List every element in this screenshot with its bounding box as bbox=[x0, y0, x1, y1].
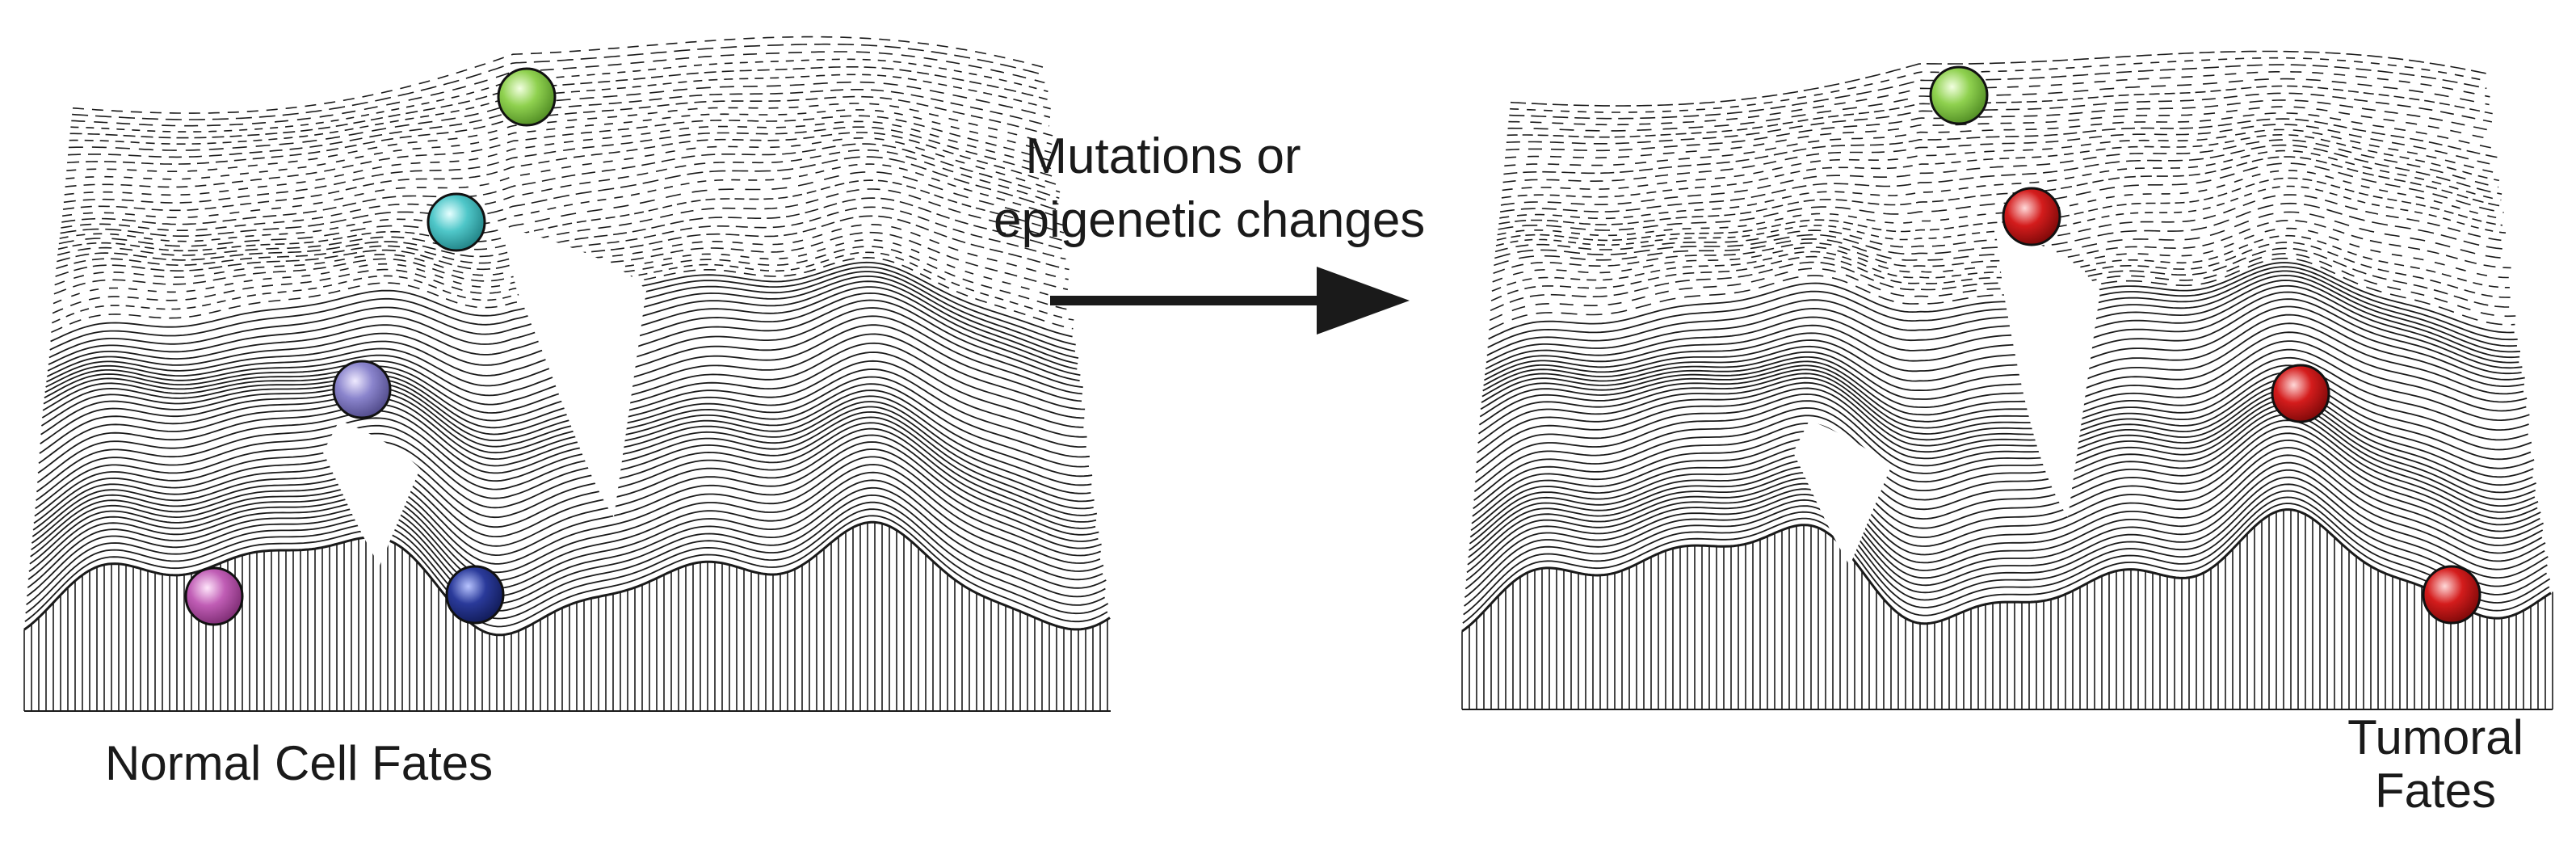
red-cell-ball-1 bbox=[2002, 187, 2061, 246]
landscape-front-hatching bbox=[1461, 508, 2553, 710]
red-cell-ball-2 bbox=[2271, 364, 2330, 423]
lavender-cell-ball bbox=[332, 360, 392, 419]
green-cell-ball bbox=[1929, 65, 1989, 125]
arrow-label: Mutations or epigenetic changes bbox=[994, 125, 1426, 252]
landscape-front-hatching bbox=[23, 520, 1111, 712]
tumoral-fates-caption: Tumoral Fates bbox=[2326, 711, 2544, 818]
normal-landscape bbox=[23, 36, 1111, 712]
tumoral-caption-line-1: Tumoral bbox=[2347, 710, 2523, 764]
landscape-contour-lines bbox=[1462, 50, 2551, 624]
red-cell-ball-3 bbox=[2422, 565, 2481, 625]
tumoral-caption-line-2: Fates bbox=[2374, 764, 2497, 818]
navy-cell-ball bbox=[445, 565, 505, 625]
landscape-valleys bbox=[323, 226, 646, 566]
magenta-cell-ball bbox=[184, 566, 244, 626]
green-cell-ball bbox=[497, 67, 557, 127]
landscape-valleys bbox=[1793, 226, 2100, 566]
arrow-head bbox=[1317, 267, 1410, 335]
tumoral-landscape bbox=[1461, 50, 2553, 710]
normal-cell-fates-caption: Normal Cell Fates bbox=[105, 736, 494, 790]
transition-arrow bbox=[1050, 267, 1410, 335]
cyan-cell-ball bbox=[427, 192, 486, 252]
arrow-label-line-2: epigenetic changes bbox=[994, 192, 1426, 248]
arrow-label-line-1: Mutations or bbox=[1025, 128, 1301, 184]
